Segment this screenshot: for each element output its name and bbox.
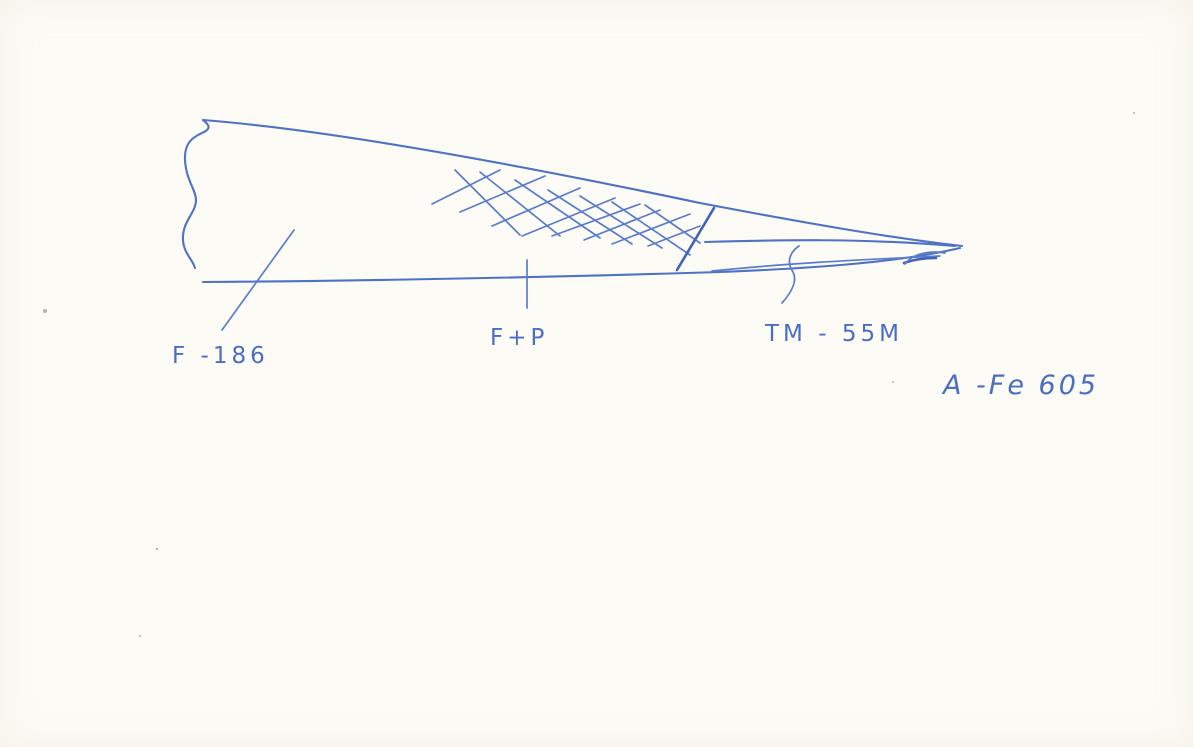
label-middle-section: F+P: [490, 325, 548, 351]
blade-outline-top: [201, 118, 964, 248]
hatched-zone: [431, 169, 701, 256]
paper-specks: [43, 112, 1135, 637]
blade-broken-edge: [181, 118, 210, 270]
zone-boundary-slash: [675, 206, 716, 272]
label-left-section: F -186: [172, 343, 269, 369]
label-specimen-id: A -Fe 605: [941, 370, 1099, 401]
tip-edge-line: [711, 255, 941, 272]
label-tip-section: TM - 55M: [764, 321, 903, 347]
tip-inner-line: [703, 239, 957, 248]
blade-outline-bottom: [201, 246, 962, 284]
leader-line-left: [221, 229, 295, 331]
leader-line-tip: [781, 245, 800, 304]
tip-outline-mark: [904, 251, 946, 265]
